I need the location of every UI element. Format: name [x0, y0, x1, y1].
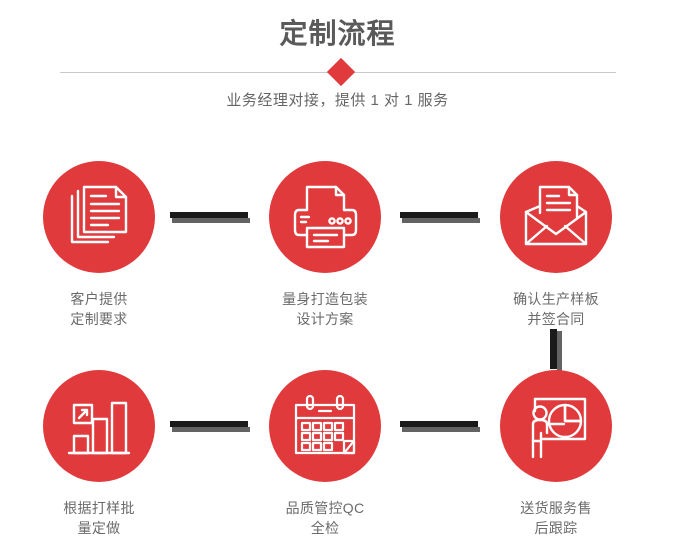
process-flow: 客户提供 定制要求 量身打造包装 设计方案 [0, 130, 675, 550]
flow-step-1-circle[interactable] [43, 161, 155, 273]
connector-step3-step6-vertical [550, 329, 562, 371]
header-divider [60, 57, 616, 87]
envelope-document-icon [524, 185, 588, 246]
connector-bar [550, 329, 557, 369]
connector-bar [170, 421, 248, 427]
connector-step1-step2 [170, 212, 250, 223]
flow-step-6-circle[interactable] [500, 370, 612, 482]
flow-step-2-label: 量身打造包装 设计方案 [282, 291, 368, 327]
flow-step-5[interactable]: 品质管控QC 全检 [235, 370, 415, 538]
documents-stack-icon [70, 185, 128, 244]
connector-shadow [172, 218, 250, 223]
calendar-edit-icon [294, 394, 356, 455]
connector-shadow [557, 331, 562, 371]
flow-step-2[interactable]: 量身打造包装 设计方案 [235, 161, 415, 329]
flow-step-3-label: 确认生产样板 并签合同 [513, 291, 599, 327]
page-subtitle: 业务经理对接，提供 1 对 1 服务 [226, 92, 449, 109]
connector-step4-step5 [170, 421, 250, 432]
connector-step5-step6 [400, 421, 480, 432]
flow-step-1-label: 客户提供 定制要求 [70, 291, 128, 327]
flow-step-5-label: 品质管控QC 全检 [285, 500, 365, 536]
flow-step-3[interactable]: 确认生产样板 并签合同 [466, 161, 646, 329]
flow-step-3-circle[interactable] [500, 161, 612, 273]
flow-step-2-circle[interactable] [269, 161, 381, 273]
diamond-icon [326, 57, 356, 87]
flow-step-4[interactable]: 根据打样批 量定做 [9, 370, 189, 538]
flow-step-4-label: 根据打样批 量定做 [63, 500, 135, 536]
presenter-pie-chart-icon [531, 397, 587, 459]
flow-step-6[interactable]: 送货服务售 后跟踪 [466, 370, 646, 538]
connector-shadow [402, 427, 480, 432]
connector-step2-step3 [400, 212, 480, 223]
flow-step-4-circle[interactable] [43, 370, 155, 482]
connector-shadow [172, 427, 250, 432]
bar-chart-growth-icon [67, 401, 131, 455]
connector-shadow [402, 218, 480, 223]
flow-step-1[interactable]: 客户提供 定制要求 [9, 161, 189, 329]
printer-icon [293, 185, 358, 249]
flow-step-6-label: 送货服务售 后跟踪 [520, 500, 592, 536]
page-header: 定制流程 业务经理对接，提供 1 对 1 服务 [0, 0, 675, 130]
page-title: 定制流程 [279, 18, 396, 49]
connector-bar [170, 212, 248, 218]
flow-step-5-circle[interactable] [269, 370, 381, 482]
connector-bar [400, 212, 478, 218]
connector-bar [400, 421, 478, 427]
